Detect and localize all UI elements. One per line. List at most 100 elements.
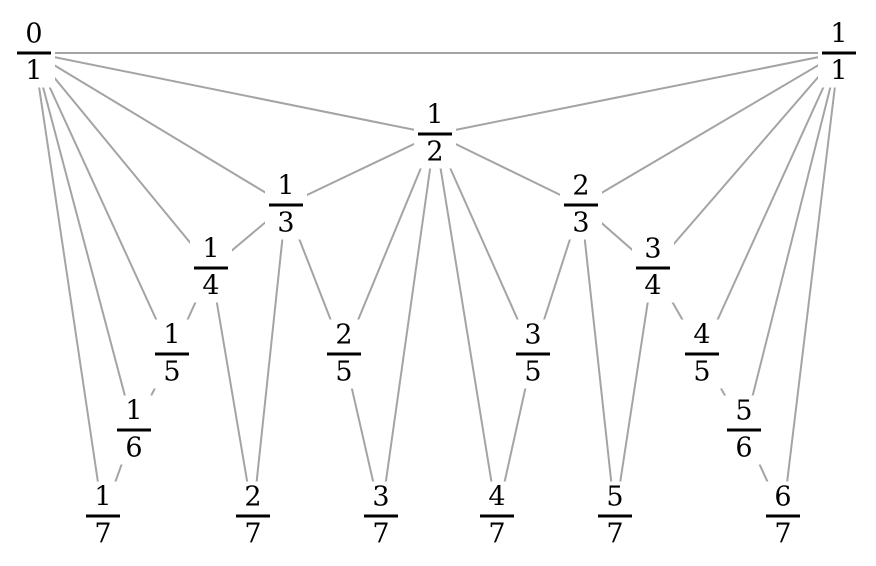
fraction-bar [17,51,51,55]
fraction-bar [155,352,189,356]
edge-1-3-to-2-7 [252,204,287,517]
fraction-bar [418,132,452,136]
edge-1-1-to-4-5 [701,52,840,355]
fraction-bar [480,514,514,518]
fraction-5-7: 5 7 [594,481,636,551]
fraction-bar [364,514,398,518]
numerator: 5 [735,395,753,427]
edge-1-1-to-6-7 [782,52,840,517]
edge-1-1-to-3-4 [652,52,840,269]
numerator: 1 [125,395,143,427]
fraction-bar [86,514,120,518]
denominator: 1 [830,55,848,87]
edge-3-4-to-5-7 [614,267,654,517]
numerator: 2 [335,319,353,351]
denominator: 7 [774,518,792,550]
denominator: 2 [426,136,444,168]
numerator: 2 [244,481,262,513]
fraction-6-7: 6 7 [762,481,804,551]
fraction-4-5: 4 5 [681,319,723,389]
edge-0-1-to-1-2 [33,52,436,135]
numerator: 0 [25,18,43,50]
denominator: 1 [25,55,43,87]
denominator: 7 [488,518,506,550]
edge-1-2-to-3-5 [434,133,534,355]
numerator: 1 [426,99,444,131]
numerator: 6 [774,481,792,513]
edge-1-1-to-5-6 [743,52,840,431]
denominator: 5 [163,356,181,388]
numerator: 5 [606,481,624,513]
fraction-2-5: 2 5 [323,319,365,389]
fraction-2-3: 2 3 [560,170,602,240]
edge-0-1-to-1-5 [33,52,173,355]
fraction-0-1: 0 1 [13,18,55,88]
numerator: 3 [644,233,662,265]
edge-1-2-to-3-7 [380,133,436,517]
fraction-bar [194,266,228,270]
edge-1-2-to-2-5 [343,133,436,355]
edge-1-2-to-1-3 [285,133,436,206]
denominator: 5 [524,356,542,388]
fraction-1-2: 1 2 [414,99,456,169]
fraction-2-7: 2 7 [232,481,274,551]
fraction-1-4: 1 4 [190,233,232,303]
numerator: 1 [277,170,295,202]
numerator: 1 [163,319,181,351]
edge-2-3-to-5-7 [580,204,616,517]
denominator: 7 [606,518,624,550]
numerator: 1 [202,233,220,265]
edge-0-1-to-1-4 [33,52,212,269]
denominator: 7 [244,518,262,550]
numerator: 4 [693,319,711,351]
edge-1-4-to-2-7 [210,267,254,517]
fraction-1-3: 1 3 [265,170,307,240]
denominator: 3 [572,207,590,239]
fraction-bar [564,203,598,207]
fraction-bar [685,352,719,356]
edge-1-1-to-2-3 [580,52,840,206]
denominator: 6 [125,432,143,464]
numerator: 2 [572,170,590,202]
denominator: 4 [202,270,220,302]
denominator: 5 [335,356,353,388]
fraction-1-7: 1 7 [82,481,124,551]
fraction-bar [269,203,303,207]
fraction-3-7: 3 7 [360,481,402,551]
fraction-1-1: 1 1 [818,18,860,88]
numerator: 3 [372,481,390,513]
fraction-bar [516,352,550,356]
numerator: 3 [524,319,542,351]
edge-0-1-to-1-3 [33,52,287,206]
denominator: 7 [94,518,112,550]
numerator: 1 [830,18,848,50]
fraction-bar [117,428,151,432]
fraction-bar [822,51,856,55]
fraction-bar [636,266,670,270]
denominator: 4 [644,270,662,302]
edge-0-1-to-1-6 [33,52,135,431]
fraction-3-5: 3 5 [512,319,554,389]
fraction-bar [727,428,761,432]
numerator: 1 [94,481,112,513]
edge-0-1-to-1-7 [33,52,104,517]
denominator: 6 [735,432,753,464]
fraction-bar [236,514,270,518]
fraction-3-4: 3 4 [632,233,674,303]
fraction-1-5: 1 5 [151,319,193,389]
fraction-bar [766,514,800,518]
edge-1-1-to-1-2 [434,52,840,135]
fraction-bar [327,352,361,356]
fraction-4-7: 4 7 [476,481,518,551]
denominator: 5 [693,356,711,388]
fraction-bar [598,514,632,518]
fraction-5-6: 5 6 [723,395,765,465]
edge-1-2-to-4-7 [434,133,498,517]
denominator: 7 [372,518,390,550]
fraction-1-6: 1 6 [113,395,155,465]
numerator: 4 [488,481,506,513]
denominator: 3 [277,207,295,239]
edge-1-2-to-2-3 [434,133,582,206]
